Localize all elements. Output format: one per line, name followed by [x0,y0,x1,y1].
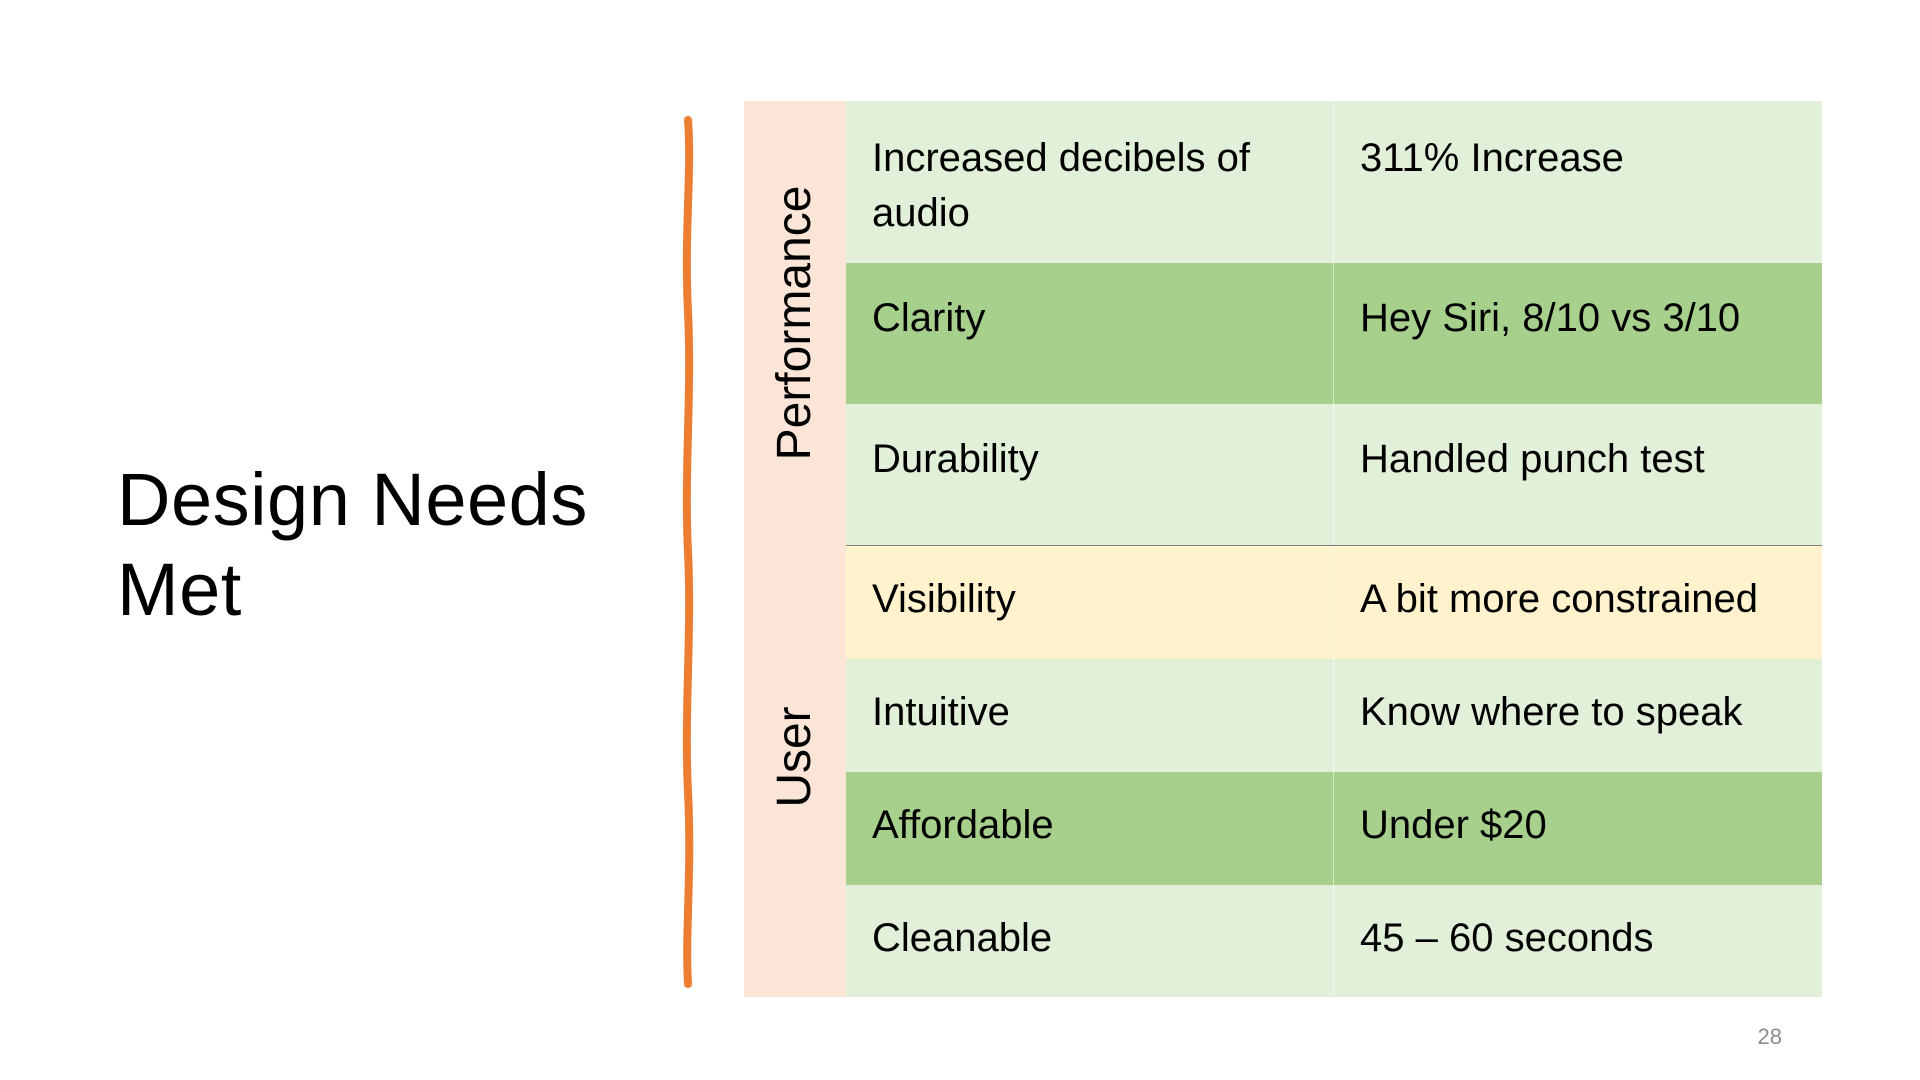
row-label: Increased decibels of audio [846,101,1334,263]
group-label-user: User [768,706,821,809]
row-value: 45 – 60 seconds [1334,885,1822,997]
group-performance: Performance Increased decibels of audio … [744,101,1822,545]
row-value: Hey Siri, 8/10 vs 3/10 [1334,263,1822,404]
page-number: 28 [1757,1024,1782,1049]
row-label: Clarity [846,263,1334,404]
orange-bracket-line [682,116,694,988]
row-value: 311% Increase [1334,101,1822,263]
row-label: Durability [846,404,1334,545]
row-label: Affordable [846,772,1334,885]
row-label: Cleanable [846,885,1334,997]
table-row-durability: Durability Handled punch test [846,404,1822,545]
row-value: Handled punch test [1334,404,1822,545]
group-label-cell: User [744,545,846,997]
group-user: User Visibility A bit more constrained I… [744,545,1822,997]
design-needs-table: Performance Increased decibels of audio … [744,101,1822,997]
group-label-cell: Performance [744,101,846,545]
table-row-affordable: Affordable Under $20 [846,772,1822,885]
row-label: Visibility [846,546,1334,659]
group-divider [744,545,1822,546]
group-label-performance: Performance [768,185,821,461]
table-row-clarity: Clarity Hey Siri, 8/10 vs 3/10 [846,263,1822,404]
row-value: A bit more constrained [1334,546,1822,659]
table-row-intuitive: Intuitive Know where to speak [846,659,1822,772]
row-label: Intuitive [846,659,1334,772]
table-row-cleanable: Cleanable 45 – 60 seconds [846,885,1822,997]
row-value: Under $20 [1334,772,1822,885]
row-value: Know where to speak [1334,659,1822,772]
table-row-visibility: Visibility A bit more constrained [846,546,1822,659]
slide-title: Design Needs Met [117,458,588,631]
table-row-decibels: Increased decibels of audio 311% Increas… [846,101,1822,263]
